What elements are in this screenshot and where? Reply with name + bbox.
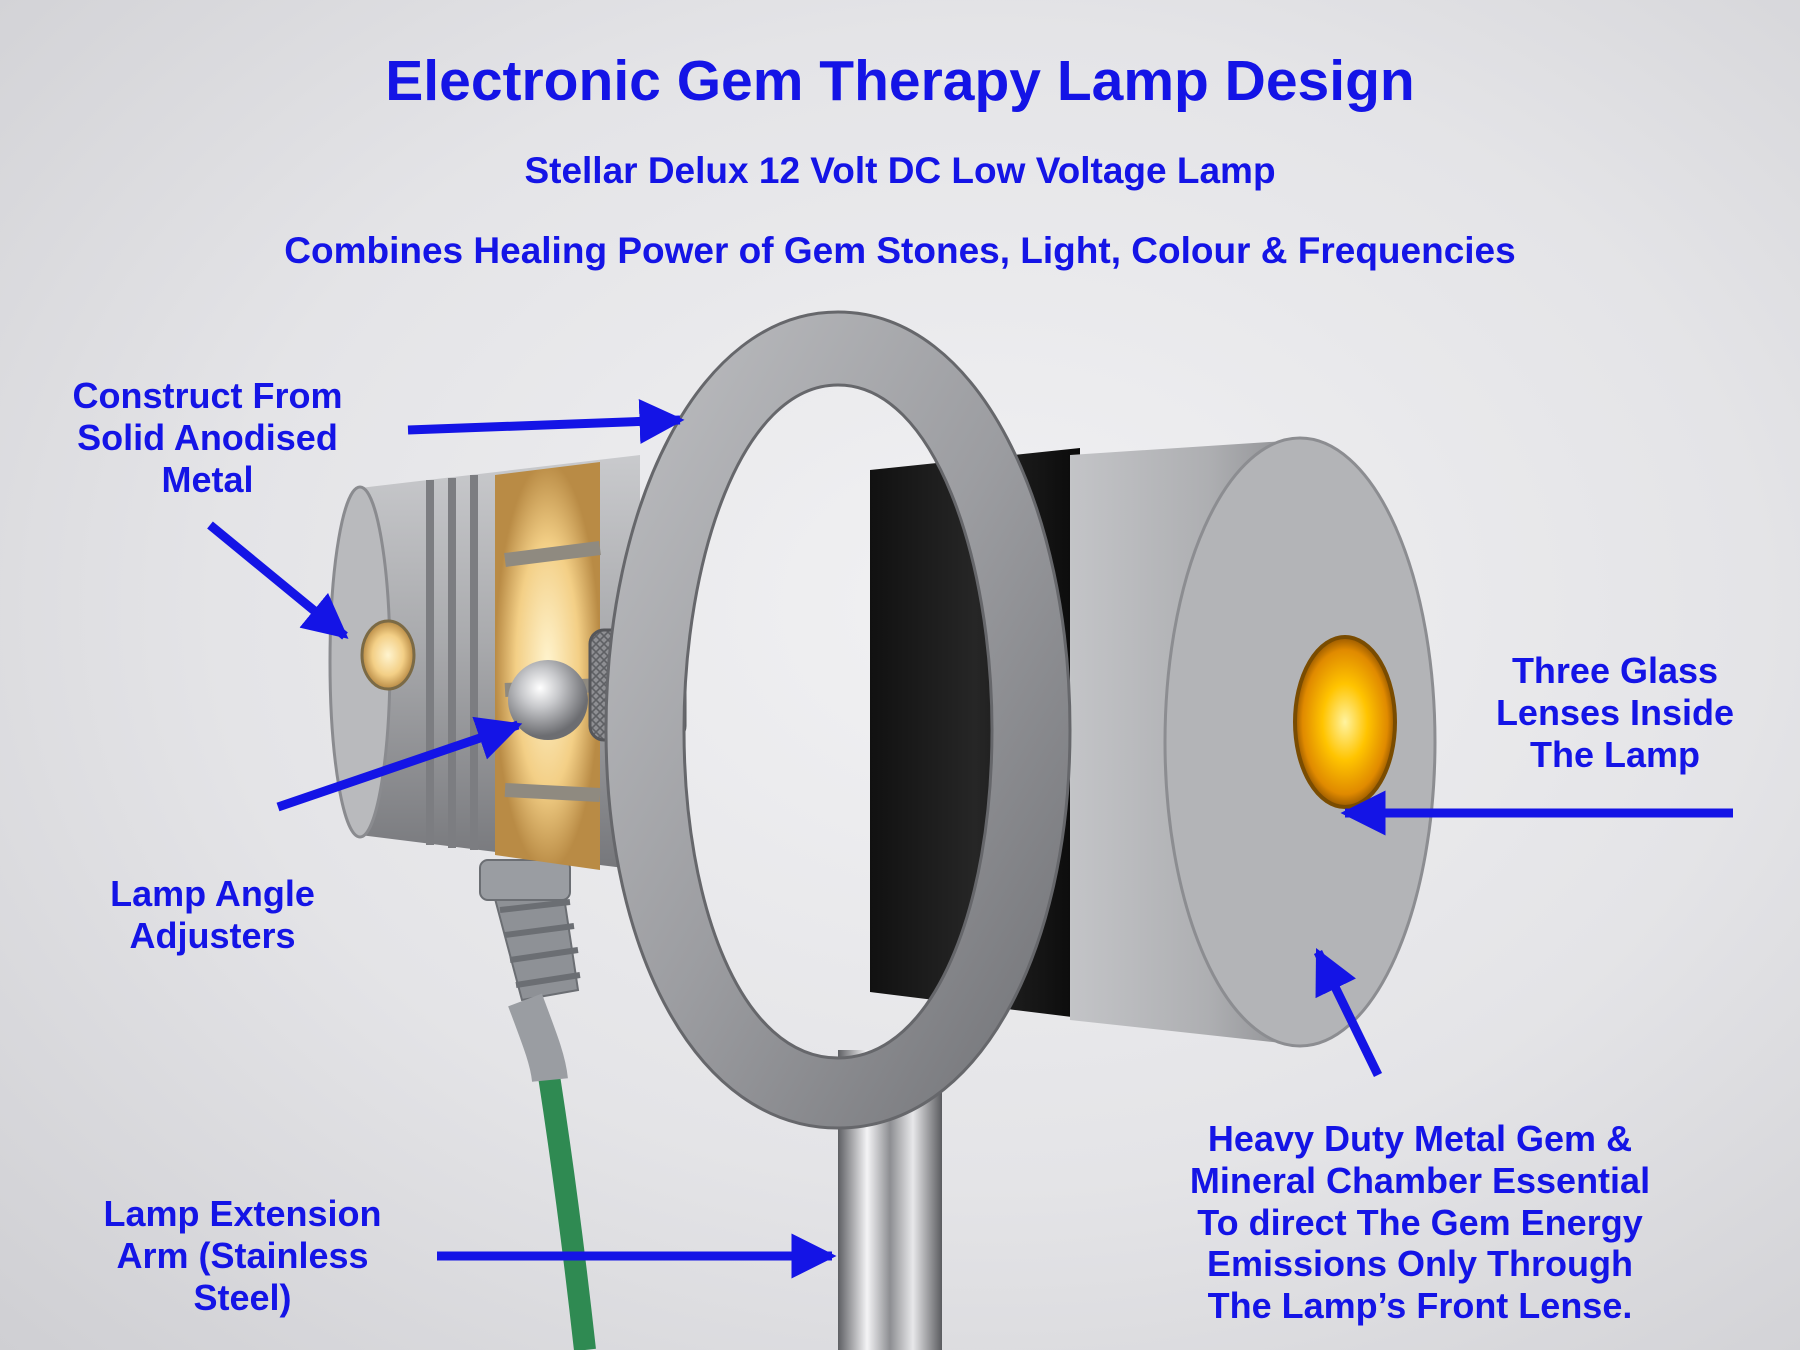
callout-gem-chamber: Heavy Duty Metal Gem & Mineral Chamber E… [1189, 1118, 1651, 1326]
tagline: Combines Healing Power of Gem Stones, Li… [284, 230, 1516, 271]
callout-glass-lenses: Three Glass Lenses Inside The Lamp [1495, 650, 1735, 775]
arrow-chamber [1313, 947, 1383, 1077]
arrow-metal-ring [407, 399, 685, 444]
mounting-ring [604, 310, 1072, 1130]
callout-anodised-metal: Construct From Solid Anodised Metal [72, 375, 343, 500]
callout-angle-adjusters: Lamp Angle Adjusters [110, 873, 315, 956]
arrow-angle-adjuster [276, 716, 523, 812]
cable-strain-relief [479, 859, 581, 1083]
callout-extension-arm: Lamp Extension Arm (Stainless Steel) [103, 1193, 382, 1318]
subtitle: Stellar Delux 12 Volt DC Low Voltage Lam… [524, 150, 1276, 191]
page-title: Electronic Gem Therapy Lamp Design [385, 49, 1415, 113]
adjuster-ball [508, 660, 588, 740]
glass-lens [1293, 635, 1397, 809]
arrow-metal-housing [207, 521, 349, 640]
